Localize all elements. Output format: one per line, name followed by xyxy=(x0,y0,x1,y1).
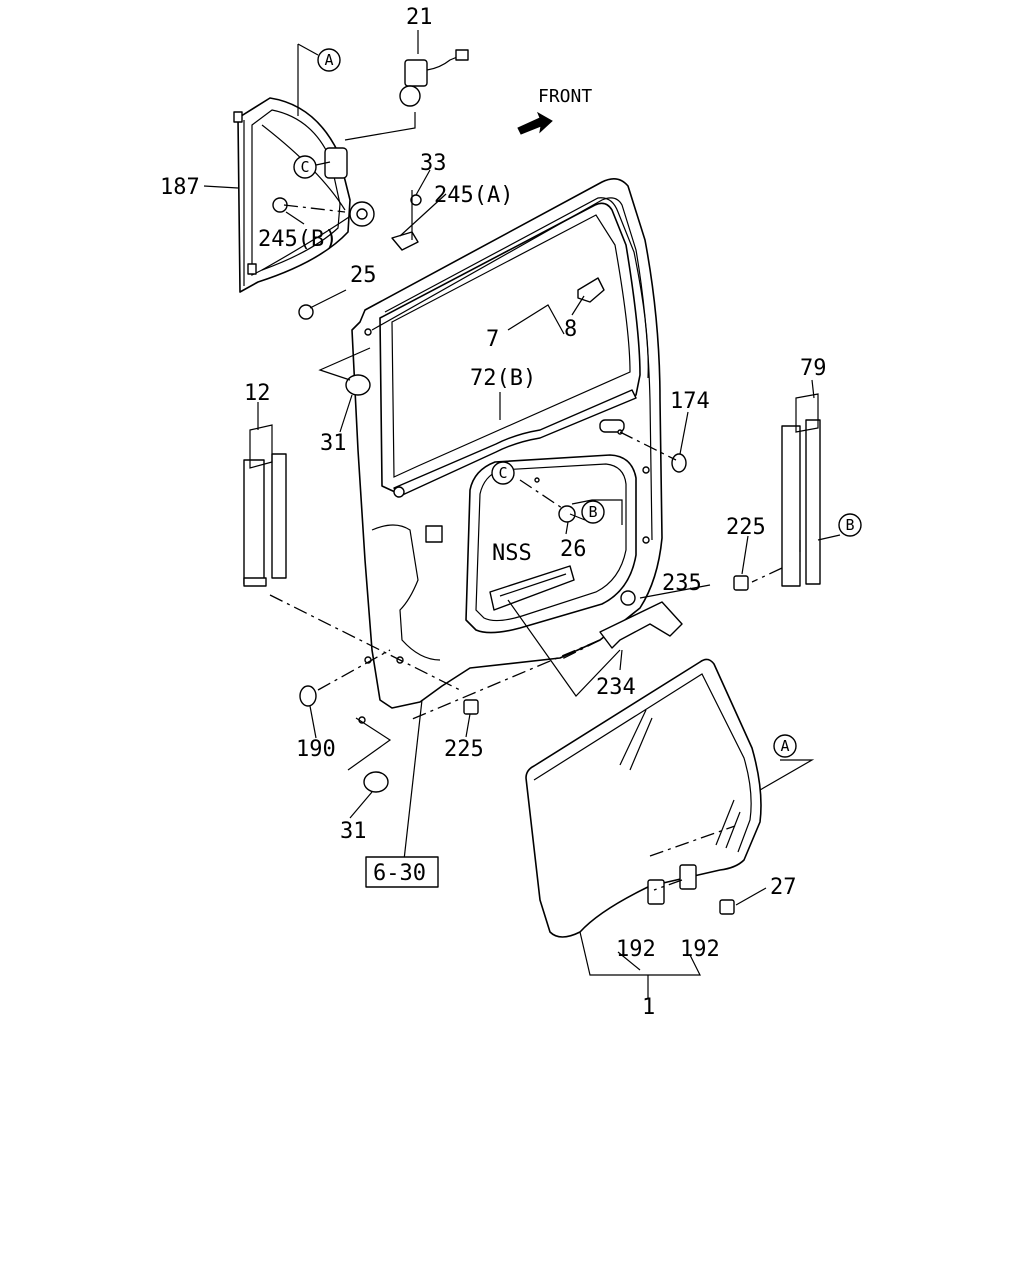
callout-245b: 245(B) xyxy=(258,227,337,252)
circle-marker-c-mid: C xyxy=(498,464,507,482)
circle-marker-a-top: A xyxy=(324,51,333,69)
channel-79 xyxy=(781,393,821,587)
door-panel xyxy=(351,178,663,724)
callout-190: 190 xyxy=(296,737,336,762)
motor-part xyxy=(399,49,469,107)
callout-1: 1 xyxy=(642,995,655,1020)
front-arrow-icon xyxy=(517,111,553,135)
callout-nss: NSS xyxy=(492,541,532,566)
callout-8: 8 xyxy=(564,317,577,342)
callout-192-right: 192 xyxy=(680,937,720,962)
callout-21: 21 xyxy=(406,5,433,30)
callout-187: 187 xyxy=(160,175,200,200)
channel-12 xyxy=(243,424,287,587)
circle-markers: A C C B B A xyxy=(293,48,862,758)
circle-marker-b-right: B xyxy=(845,516,854,534)
callout-27: 27 xyxy=(770,875,797,900)
callout-7: 7 xyxy=(486,327,499,352)
callout-12: 12 xyxy=(244,381,271,406)
callout-225-right: 225 xyxy=(726,515,766,540)
circle-marker-c-top: C xyxy=(300,158,309,176)
callout-234: 234 xyxy=(596,675,636,700)
callout-26: 26 xyxy=(560,537,587,562)
callout-225-lower: 225 xyxy=(444,737,484,762)
callout-192-left: 192 xyxy=(616,937,656,962)
reference-box xyxy=(365,856,439,888)
circle-marker-a-glass: A xyxy=(780,737,789,755)
callout-245a: 245(A) xyxy=(434,183,513,208)
callout-31-lower: 31 xyxy=(340,819,367,844)
callout-235: 235 xyxy=(662,571,702,596)
callout-33: 33 xyxy=(420,151,447,176)
reference-box-label: 6-30 xyxy=(373,861,426,886)
regulator-assembly xyxy=(233,97,416,293)
callout-31-top: 31 xyxy=(320,431,347,456)
part-callouts: 21 33 245(A) 187 245(B) 25 7 8 72(B) 174… xyxy=(160,5,827,1020)
callout-25: 25 xyxy=(350,263,377,288)
callout-174: 174 xyxy=(670,389,710,414)
circle-marker-b-mid: B xyxy=(588,503,597,521)
callout-79: 79 xyxy=(800,356,827,381)
door-glass xyxy=(525,658,762,938)
small-fasteners xyxy=(272,194,749,915)
front-direction-label: FRONT xyxy=(538,86,592,107)
callout-72b: 72(B) xyxy=(470,366,536,391)
